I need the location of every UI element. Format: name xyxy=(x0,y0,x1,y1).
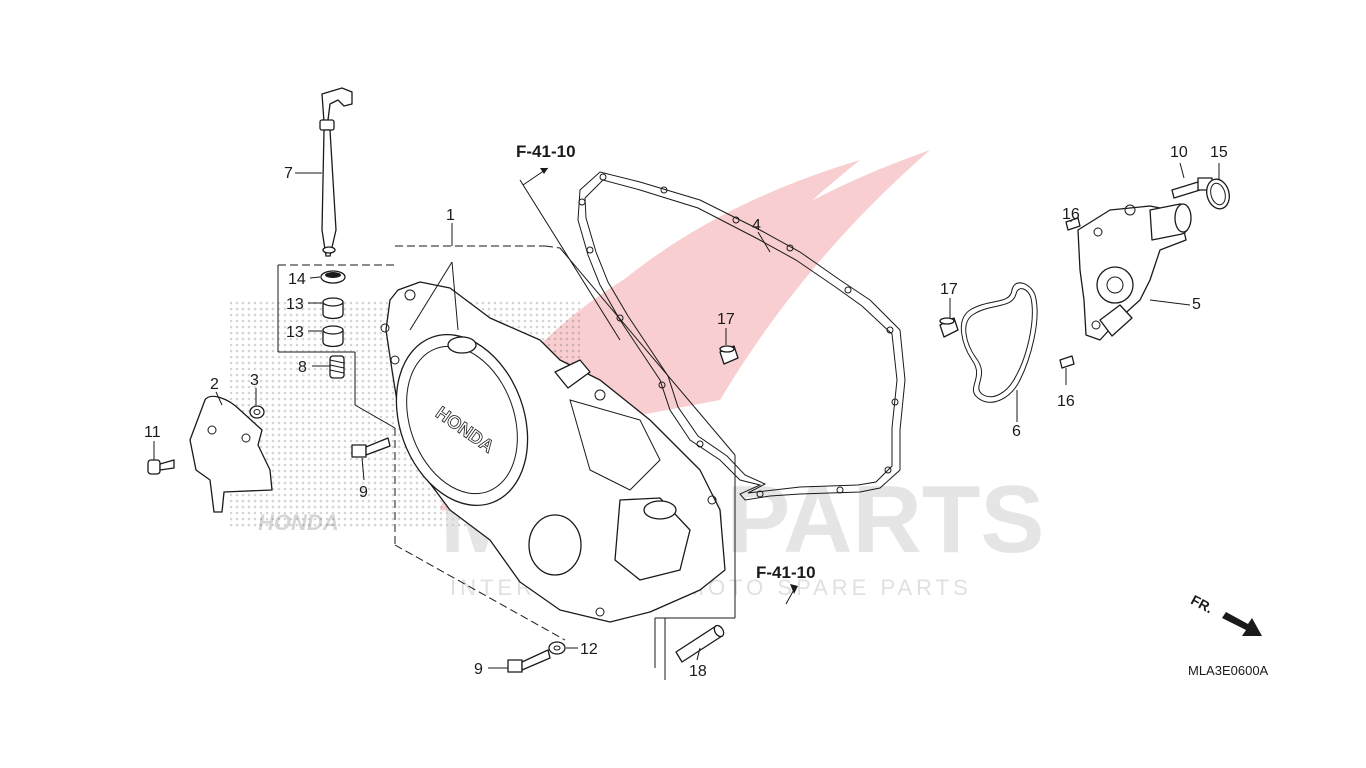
reference-label-bottom[interactable]: F-41-10 xyxy=(756,563,816,582)
callout-15: 15 xyxy=(1210,144,1228,161)
gasket-holes xyxy=(578,173,899,498)
reference-arrow-top xyxy=(522,167,549,186)
part-4-gasket[interactable] xyxy=(577,171,906,501)
callout-16-upper: 16 xyxy=(1062,206,1080,223)
part-6-o-ring[interactable] xyxy=(960,282,1038,403)
callout-17-center: 17 xyxy=(717,311,735,328)
direction-label: FR. xyxy=(1188,591,1215,616)
callout-4: 4 xyxy=(752,217,761,234)
callout-12: 12 xyxy=(580,641,598,658)
part-12-washer[interactable] xyxy=(548,641,566,655)
part-17-dowel-pin-right[interactable] xyxy=(939,317,959,338)
callout-13-lower: 13 xyxy=(286,324,304,341)
diagram-code: MLA3E0600A xyxy=(1188,663,1269,678)
part-18-pipe[interactable] xyxy=(675,624,726,663)
callout-14: 14 xyxy=(288,271,306,288)
callout-8: 8 xyxy=(298,359,307,376)
part-14-oil-seal[interactable] xyxy=(320,270,346,284)
callout-17-right: 17 xyxy=(940,281,958,298)
callout-2: 2 xyxy=(210,376,219,393)
reference-label-top[interactable]: F-41-10 xyxy=(516,142,576,161)
callout-6: 6 xyxy=(1012,423,1021,440)
direction-indicator: FR. xyxy=(1188,591,1262,636)
callout-3: 3 xyxy=(250,372,259,389)
part-1-crankcase-cover[interactable]: HONDA xyxy=(374,281,726,623)
watermark-brand: HONDA xyxy=(258,510,339,535)
callout-5: 5 xyxy=(1192,296,1201,313)
callout-7: 7 xyxy=(284,165,293,182)
callout-13-upper: 13 xyxy=(286,296,304,313)
part-16-dowel-lower[interactable] xyxy=(1059,355,1075,369)
callout-10: 10 xyxy=(1170,144,1188,161)
part-16-dowel-upper[interactable] xyxy=(1065,217,1081,231)
part-17-dowel-pin-center[interactable] xyxy=(719,345,739,365)
part-9-bolt-upper[interactable] xyxy=(351,437,391,458)
reference-arrow-bottom xyxy=(785,584,798,605)
part-5-water-pump[interactable] xyxy=(1077,203,1192,341)
part-13-bearing-lower[interactable] xyxy=(322,325,344,348)
part-10-bolt[interactable] xyxy=(1171,177,1213,199)
part-15-o-ring[interactable] xyxy=(1203,177,1232,212)
assembly-brackets xyxy=(277,179,736,680)
part-8-spring[interactable] xyxy=(329,355,345,379)
part-3-washer[interactable] xyxy=(249,405,265,419)
callout-16-lower: 16 xyxy=(1057,393,1075,410)
callout-9-upper: 9 xyxy=(359,484,368,501)
part-11-screw[interactable] xyxy=(147,459,175,475)
part-7-shaft[interactable] xyxy=(319,87,353,257)
callout-11: 11 xyxy=(144,424,161,441)
callout-1: 1 xyxy=(446,207,455,224)
part-9-bolt-lower[interactable] xyxy=(507,649,551,673)
callout-9-lower: 9 xyxy=(474,661,483,678)
arrow-right-down-icon xyxy=(1222,612,1262,636)
callout-numbers: 1 2 3 4 5 6 7 8 9 9 10 11 12 13 13 14 15… xyxy=(144,144,1228,680)
part-2-cover-plate[interactable] xyxy=(189,395,273,513)
leader-lines xyxy=(153,162,1220,669)
part-13-bearing-upper[interactable] xyxy=(322,297,344,320)
callout-18: 18 xyxy=(689,663,707,680)
